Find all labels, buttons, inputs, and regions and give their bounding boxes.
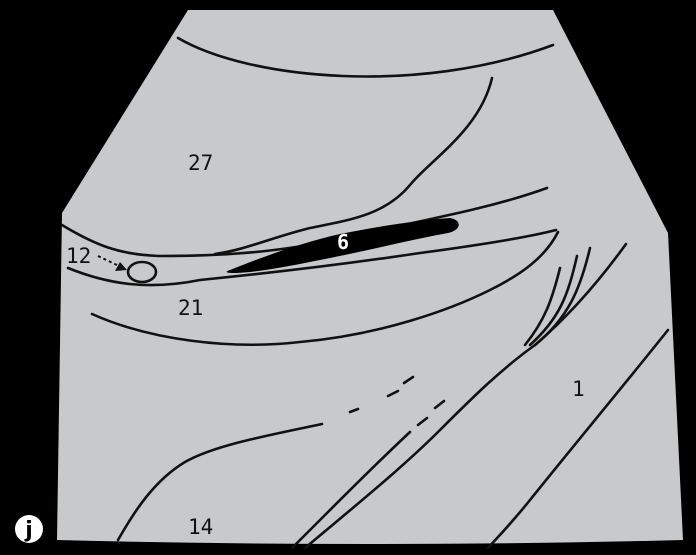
label-27: 27 xyxy=(188,151,213,175)
label-6: 6 xyxy=(337,230,349,254)
label-1: 1 xyxy=(572,377,585,401)
label-14: 14 xyxy=(188,515,213,539)
label-21: 21 xyxy=(178,296,203,320)
panel-letter: j xyxy=(24,518,33,543)
label-12: 12 xyxy=(66,244,91,268)
ultrasound-sector xyxy=(57,10,683,544)
